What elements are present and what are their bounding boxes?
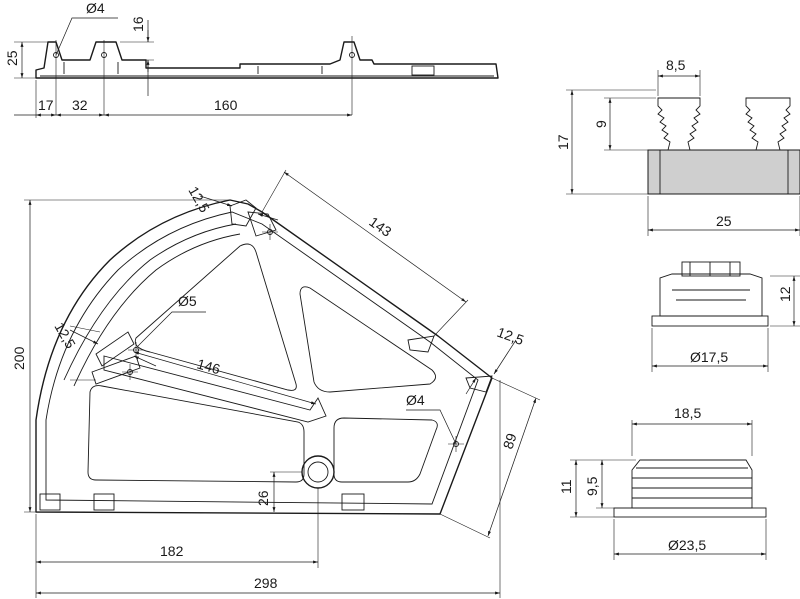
connector-dim-8-5: 8,5	[666, 57, 686, 73]
plug-dim-18-5: 18,5	[674, 405, 701, 421]
plug-dim-9-5: 9,5	[584, 476, 600, 496]
cap-dim-12: 12	[777, 286, 793, 302]
dim-298: 298	[254, 575, 278, 591]
top-view-dimensions	[14, 17, 352, 118]
top-dim-hole-diameter: Ø4	[86, 0, 105, 16]
detail-plug-dimensions	[570, 420, 767, 560]
dim-12-5-top: 12,5	[185, 184, 213, 216]
dim-200: 200	[11, 346, 27, 370]
dim-hole-5: Ø5	[178, 293, 197, 309]
detail-connector-dimensions	[566, 70, 800, 236]
connector-dim-25: 25	[716, 213, 732, 229]
top-dim-17: 17	[38, 97, 54, 113]
dim-182: 182	[160, 543, 184, 559]
top-dim-25: 25	[4, 50, 20, 66]
connector-dim-17: 17	[555, 134, 571, 150]
center-boss-inner	[307, 461, 329, 483]
plug-dim-11: 11	[558, 479, 574, 494]
center-boss	[301, 455, 335, 489]
top-view-profile	[35, 36, 499, 115]
dim-hole-4: Ø4	[406, 392, 425, 408]
detail-connector	[647, 97, 800, 195]
main-view-dimensions	[24, 169, 541, 598]
detail-cap-dimensions	[651, 275, 800, 372]
cap-dim-diameter: Ø17,5	[690, 349, 728, 365]
dim-26: 26	[255, 490, 271, 506]
dim-12-5-left: 12,5	[51, 320, 79, 352]
connector-dim-9: 9	[593, 120, 609, 128]
dim-143: 143	[366, 213, 394, 240]
top-dim-32: 32	[72, 97, 88, 113]
detail-cap	[651, 261, 769, 327]
detail-plug	[613, 459, 767, 518]
top-dim-16: 16	[130, 16, 146, 32]
top-dim-160: 160	[214, 97, 238, 113]
dim-89: 89	[500, 431, 520, 451]
plug-dim-diameter: Ø23,5	[668, 537, 706, 553]
main-view-part	[35, 199, 493, 515]
dim-146: 146	[195, 356, 222, 378]
dim-12-5-right: 12,5	[495, 324, 526, 348]
